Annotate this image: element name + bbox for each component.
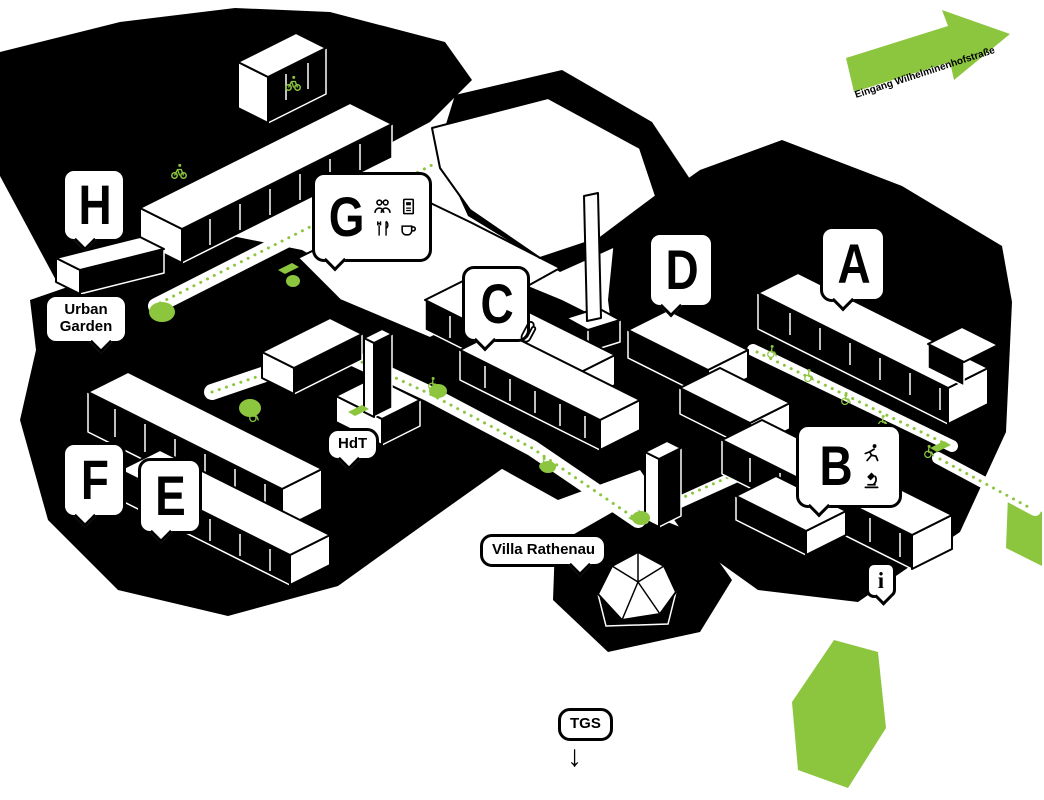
building-label-d: D [648, 232, 714, 308]
urban-garden-label: Urban Garden [44, 294, 128, 344]
chimney [565, 192, 621, 353]
entrance-arrow-icon [846, 10, 1010, 92]
building-label-e: E [138, 458, 202, 534]
hdt-text: HdT [338, 435, 368, 452]
microscope-icon [864, 472, 879, 488]
building-g-amenities [373, 197, 419, 238]
building-north-hall [139, 102, 393, 264]
building-letter-a: A [837, 232, 870, 295]
coffee-cup-icon [401, 224, 417, 236]
cutlery-icon [377, 220, 389, 236]
building-letter-h: H [78, 173, 111, 236]
entrance-banner: Eingang Wilhelminenhofstraße [846, 10, 1010, 101]
tgs-label: TGS [558, 708, 613, 741]
building-letter-f: F [80, 448, 109, 511]
building-g-annex [261, 317, 363, 395]
building-letter-d: D [665, 238, 698, 301]
building-letter-g: G [328, 185, 364, 248]
paperclip-icon [520, 321, 537, 343]
building-label-a: A [820, 226, 904, 302]
entrance-markers [278, 263, 951, 522]
tgs-arrow-down-icon: ↓ [567, 740, 582, 773]
urban-garden-text: Urban Garden [59, 301, 113, 335]
tgs-text: TGS [570, 715, 601, 732]
building-b-amenities [861, 443, 882, 490]
villa-rathenau-building [597, 551, 677, 627]
building-label-h: H [62, 168, 126, 242]
building-h-annex [55, 236, 165, 295]
building-letter-b: B [819, 434, 852, 497]
building-label-g: G [312, 172, 432, 262]
hdt-label: HdT [326, 428, 380, 461]
villa-rathenau-text: Villa Rathenau [492, 541, 596, 558]
building-c-tower [644, 440, 682, 528]
info-marker: i [866, 562, 896, 598]
building-label-c: C [462, 266, 537, 343]
building-label-b: B [796, 424, 902, 508]
building-label-f: F [62, 442, 126, 518]
paperclip-icon [889, 272, 904, 295]
info-icon: i [877, 567, 885, 593]
runner-icon [864, 443, 879, 461]
building-letter-e: E [155, 464, 186, 527]
atm-icon [403, 198, 415, 214]
villa-rathenau-label: Villa Rathenau [480, 534, 608, 567]
building-letter-c: C [480, 272, 513, 335]
building-a-annex [927, 326, 999, 387]
people-icon [374, 198, 392, 213]
building-c2 [459, 329, 641, 451]
hdt-tower [363, 328, 393, 418]
